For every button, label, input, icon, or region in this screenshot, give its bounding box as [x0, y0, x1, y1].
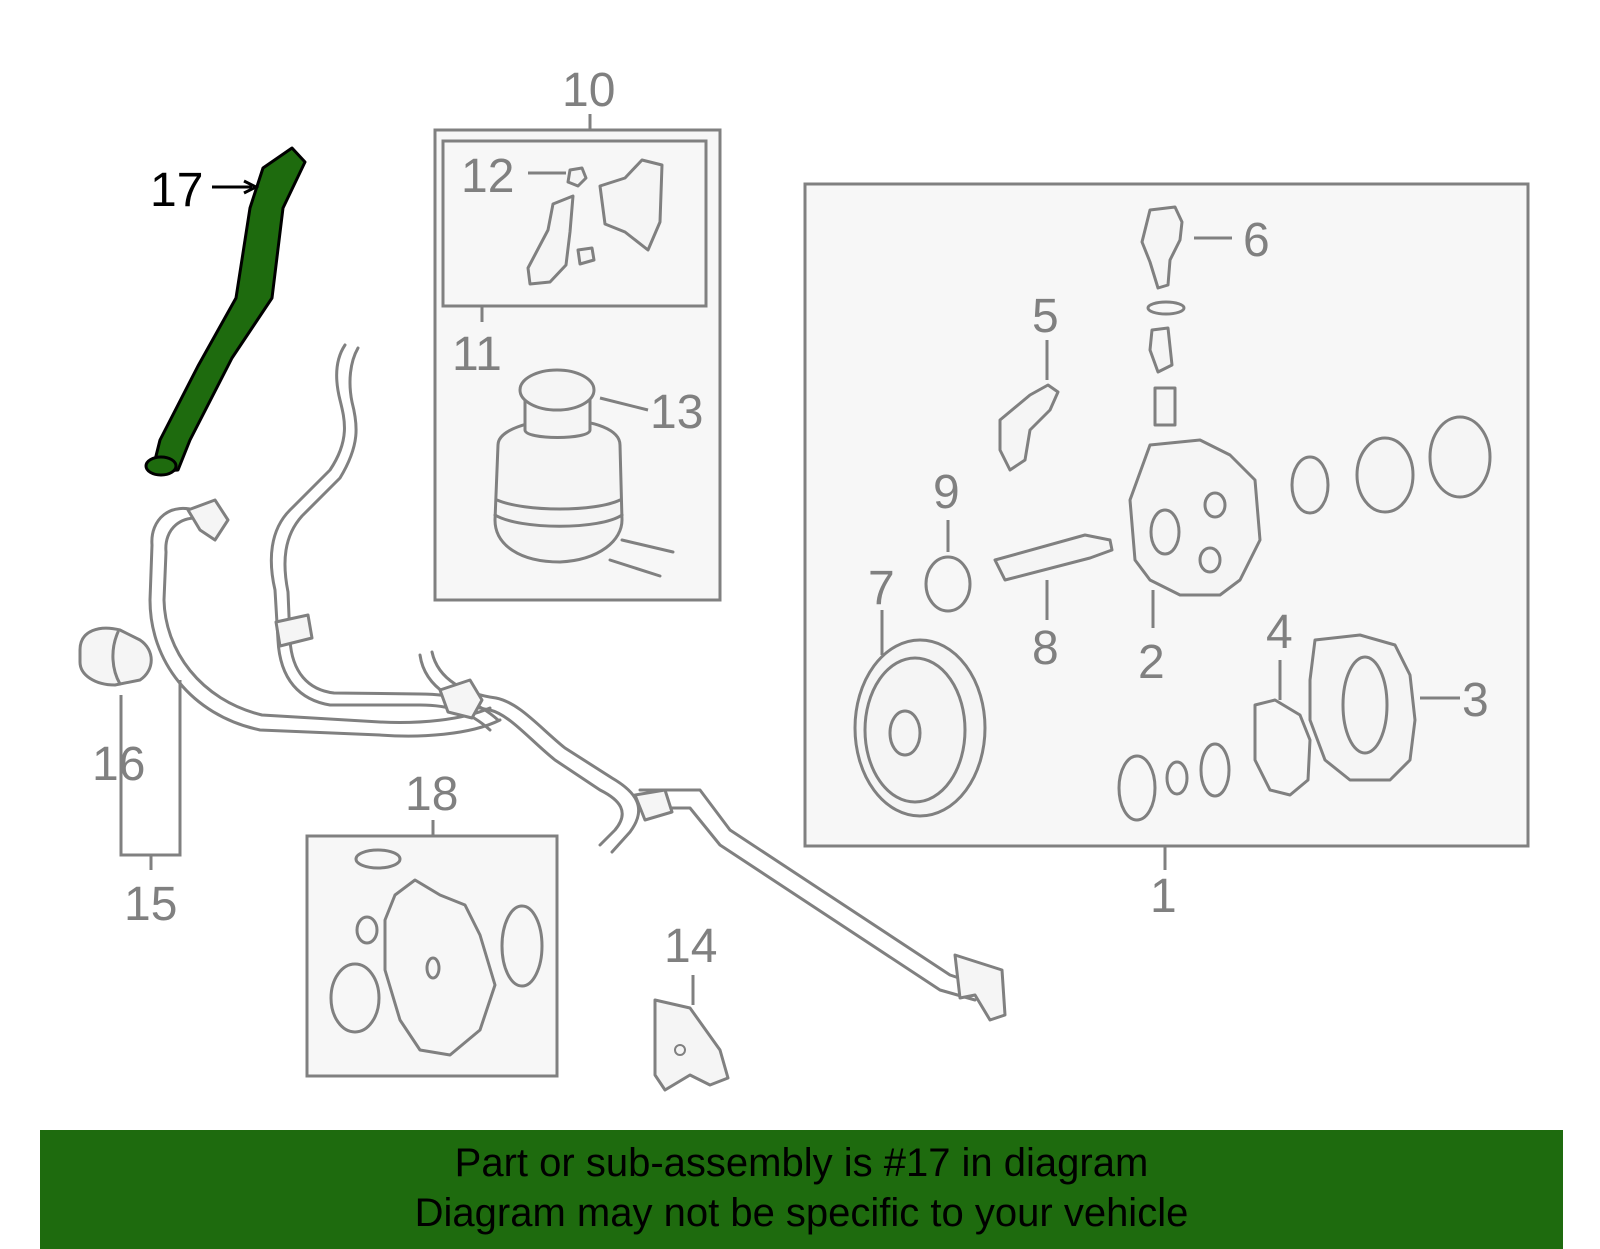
callout-18: 18 [405, 768, 458, 821]
callout-17: 17 [150, 164, 203, 217]
callout-7: 7 [868, 562, 895, 615]
leader-15 [119, 680, 182, 870]
part-15-pressure-line-assembly[interactable] [148, 343, 1007, 1022]
callout-6: 6 [1243, 214, 1270, 267]
callout-3: 3 [1462, 674, 1489, 727]
part-6-flow-control-valve[interactable] [1140, 205, 1186, 427]
pump-seals[interactable] [1117, 415, 1492, 822]
callout-16: 16 [92, 738, 145, 791]
part-4-gasket[interactable] [1253, 698, 1312, 797]
part-9-o-ring[interactable] [924, 555, 972, 613]
part-17-return-hose[interactable] [144, 146, 307, 477]
part-12-bolt[interactable] [566, 166, 588, 188]
callout-1: 1 [1150, 870, 1177, 923]
part-3-housing[interactable] [1308, 633, 1417, 782]
part-13-reservoir[interactable] [493, 368, 675, 578]
callout-8: 8 [1032, 622, 1059, 675]
gasket-kit-box [305, 834, 559, 1078]
part-7-pulley[interactable] [853, 638, 987, 818]
callout-12: 12 [461, 150, 514, 203]
part-18-gasket-kit[interactable] [329, 848, 544, 1057]
callout-13: 13 [650, 386, 703, 439]
callout-11: 11 [452, 328, 502, 381]
callout-9: 9 [933, 466, 960, 519]
part-2-pump-body[interactable] [1128, 438, 1262, 597]
part-8-shaft[interactable] [993, 533, 1114, 582]
part-5-union-fitting[interactable] [998, 383, 1060, 472]
callout-4: 4 [1266, 606, 1293, 659]
part-11-reservoir-bracket[interactable] [526, 158, 664, 286]
part-16-clamp[interactable] [78, 626, 153, 687]
banner-line-1: Part or sub-assembly is #17 in diagram [454, 1141, 1149, 1185]
leader-13 [599, 396, 649, 412]
banner-line-2: Diagram may not be specific to your vehi… [414, 1191, 1189, 1235]
callout-5: 5 [1032, 290, 1059, 343]
callout-15: 15 [124, 878, 177, 931]
callout-2: 2 [1138, 636, 1165, 689]
callout-10: 10 [562, 64, 615, 117]
part-14-bracket[interactable] [653, 998, 730, 1092]
disclaimer-banner: Part or sub-assembly is #17 in diagram D… [40, 1130, 1563, 1249]
callout-14: 14 [664, 920, 717, 973]
